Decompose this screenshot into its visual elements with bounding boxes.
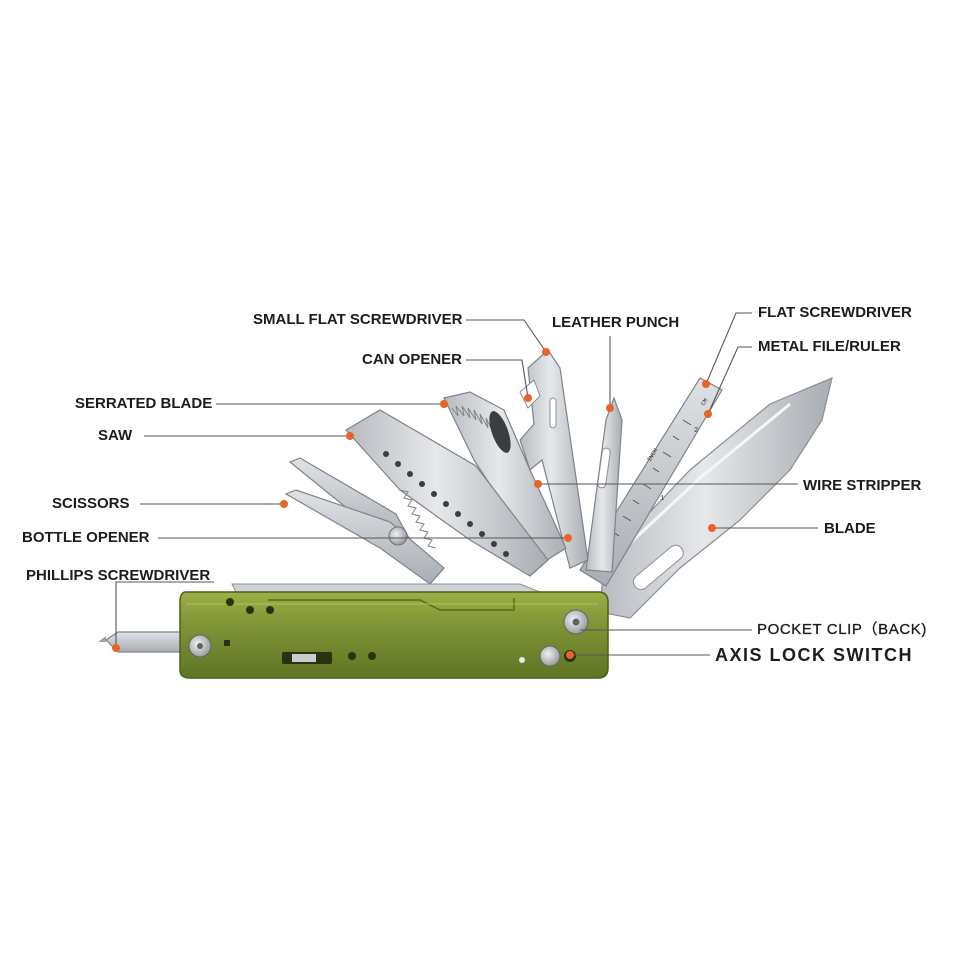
dot-scissors [280,500,288,508]
label-pocket-clip: POCKET CLIP（BACK) [757,621,927,638]
axis-lock-button [539,645,561,667]
tool-fan: INCH CM 1 2 [231,349,833,619]
dot-flat-screwdriver [702,380,710,388]
leather-punch [585,396,623,573]
serrated-blade [443,391,567,563]
label-can-opener: CAN OPENER [362,351,463,368]
dot-serrated-blade [440,400,448,408]
label-serrated-blade: SERRATED BLADE [75,395,213,412]
saw-blade [345,409,549,577]
label-small-flat-screwdriver: SMALL FLAT SCREWDRIVER [253,311,463,328]
label-blade: BLADE [824,520,876,537]
label-flat-screwdriver: FLAT SCREWDRIVER [758,304,912,321]
dot-axis-lock [566,651,574,659]
dot-blade [708,524,716,532]
callout-dots [112,348,716,659]
phillips-screwdriver-bit [98,631,191,653]
ruler-number-1: 1 [660,495,664,503]
can-opener-arm [519,349,589,569]
label-bottle-opener: BOTTLE OPENER [22,529,150,546]
dot-small-flat-screwdriver [542,348,550,356]
label-leather-punch: LEATHER PUNCH [552,314,680,331]
label-scissors: SCISSORS [52,495,130,512]
main-blade [599,376,833,619]
leader-lines [115,312,818,656]
green-handle [179,591,609,679]
dot-leather-punch [606,404,614,412]
label-metal-file-ruler: METAL FILE/RULER [758,338,901,355]
ruler-cm-label: CM [700,397,710,407]
dot-saw [346,432,354,440]
ruler-number-2: 2 [694,427,698,435]
metal-file-ruler: INCH CM 1 2 [579,377,723,587]
dot-bottle-opener [564,534,572,542]
label-axis-lock-switch: AXIS LOCK SWITCH [715,645,913,665]
handle-hole [226,598,234,606]
dot-can-opener [524,394,532,402]
dot-metal-file [704,410,712,418]
label-phillips-screwdriver: PHILLIPS SCREWDRIVER [26,567,211,584]
scissors [284,457,445,585]
dot-wire-stripper [534,480,542,488]
label-saw: SAW [98,427,133,444]
dot-phillips [112,644,120,652]
label-wire-stripper: WIRE STRIPPER [803,477,922,494]
